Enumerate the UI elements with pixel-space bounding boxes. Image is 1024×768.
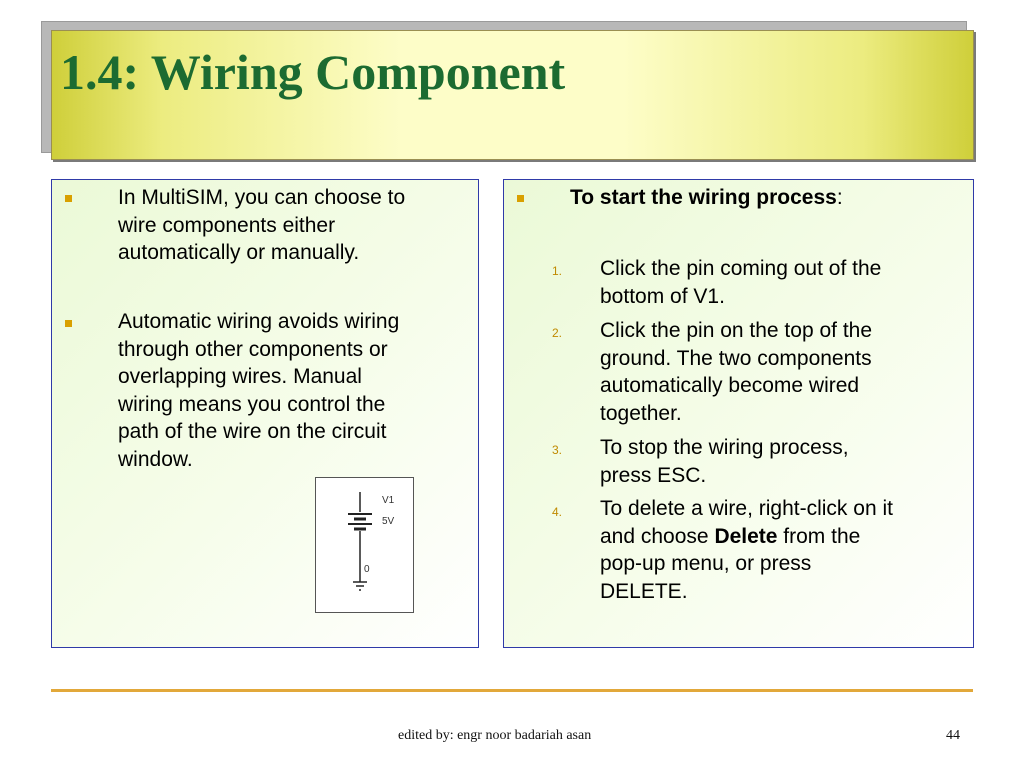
wiring-heading-suffix: : — [836, 186, 843, 209]
text-line: pop-up menu, or press — [600, 552, 812, 575]
text-line: To delete a wire, right-click on it — [600, 497, 893, 520]
bullet-marker-icon — [65, 320, 72, 327]
step-1: Click the pin coming out of the bottom o… — [600, 255, 881, 310]
text-line: window. — [118, 447, 193, 471]
text-line: DELETE. — [600, 579, 688, 603]
left-bullet-1: In MultiSIM, you can choose to wire comp… — [118, 184, 405, 267]
ground-label: 0 — [364, 564, 370, 575]
delete-keyword: Delete — [714, 524, 778, 548]
step-2: Click the pin on the top of the ground. … — [600, 317, 872, 427]
text-line: automatically become wired — [600, 374, 860, 397]
step-number: 1. — [552, 264, 563, 278]
text-line: path of the wire on the circuit — [118, 420, 387, 443]
footer-divider — [51, 689, 973, 692]
text-line: wire components either — [118, 213, 336, 237]
text-line: ground. The two components — [600, 346, 872, 370]
step-number: 2. — [552, 326, 563, 340]
text-line: together. — [600, 401, 682, 425]
bullet-marker-icon — [65, 195, 72, 202]
left-bullet-2: Automatic wiring avoids wiring through o… — [118, 308, 399, 473]
step-4: To delete a wire, right-click on it and … — [600, 495, 893, 605]
text-line: In MultiSIM, you can choose to — [118, 186, 406, 209]
step-3: To stop the wiring process, press ESC. — [600, 434, 849, 489]
component-name-label: V1 — [382, 495, 395, 506]
step-number: 3. — [552, 443, 563, 457]
text-line: bottom of V1. — [600, 284, 725, 308]
component-value-label: 5V — [382, 516, 395, 527]
step-number: 4. — [552, 505, 563, 519]
text-line: Automatic wiring avoids wiring — [118, 310, 400, 333]
footer-credit: edited by: engr noor badariah asan — [398, 728, 592, 743]
text-line: Click the pin on the top of the — [600, 319, 873, 342]
right-content-panel — [503, 179, 974, 648]
page-number: 44 — [946, 728, 960, 743]
wiring-heading-bold: To start the wiring process — [570, 186, 837, 209]
text-line: wiring means you control the — [118, 392, 386, 416]
text-line: automatically or manually. — [118, 241, 360, 264]
circuit-figure: V1 5V 0 — [315, 477, 414, 613]
text-line: overlapping wires. Manual — [118, 365, 362, 388]
text-fragment: and choose — [600, 524, 715, 548]
title-band — [51, 30, 974, 160]
text-line: press ESC. — [600, 463, 707, 487]
slide-title: 1.4: Wiring Component — [60, 44, 566, 100]
bullet-marker-icon — [517, 195, 524, 202]
battery-ground-schematic-icon — [348, 492, 372, 591]
text-line: To stop the wiring process, — [600, 436, 849, 459]
wiring-heading: To start the wiring process: — [570, 184, 843, 212]
text-line: Click the pin coming out of the — [600, 257, 882, 280]
text-line: and choose Delete from the — [600, 523, 893, 551]
text-fragment: from the — [777, 524, 861, 548]
text-line: through other components or — [118, 337, 388, 361]
